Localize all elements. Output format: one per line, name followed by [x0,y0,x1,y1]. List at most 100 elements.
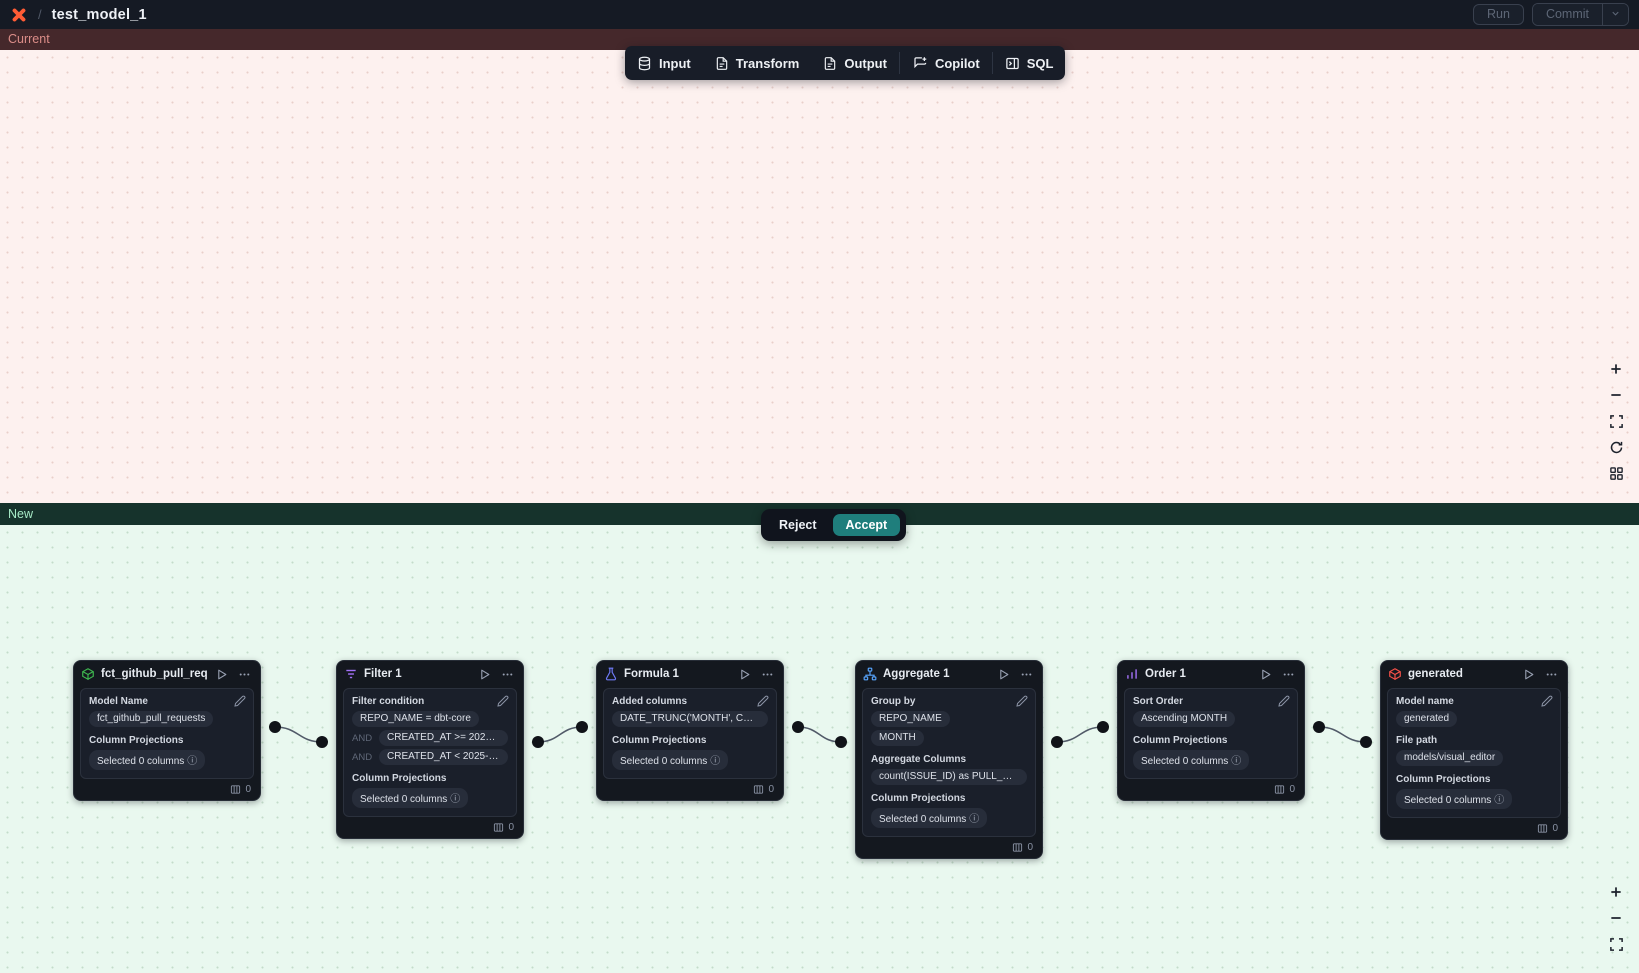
column-count: 0 [245,784,251,795]
value-pill: CREATED_AT < 2025-03-01 [379,749,508,765]
fit-view-button[interactable] [1605,410,1627,432]
layout-grid-button[interactable] [1605,462,1627,484]
node-menu-button[interactable] [236,668,253,681]
column-count: 0 [508,822,514,833]
run-node-button[interactable] [1520,668,1537,681]
run-node-button[interactable] [995,668,1012,681]
fit-view-button[interactable] [1605,933,1627,955]
edit-node-button[interactable] [1541,695,1553,710]
accept-button[interactable]: Accept [832,514,901,536]
target-handle[interactable] [835,736,847,748]
pill-row: REPO_NAME = dbt-core [352,711,508,727]
run-node-button[interactable] [736,668,753,681]
section-label: Model Name [89,696,148,707]
section-label: Group by [871,696,916,707]
edit-node-button[interactable] [1278,695,1290,710]
edit-node-button[interactable] [234,695,246,710]
zoom-in-button[interactable] [1605,358,1627,380]
toolbar-input-button[interactable]: Input [625,46,703,80]
toolbar-output-button[interactable]: Output [811,46,899,80]
commit-button[interactable]: Commit [1532,4,1602,25]
fit-view-icon [1609,937,1624,952]
edit-node-button[interactable] [757,695,769,710]
toolbar-label: Copilot [934,55,980,71]
cube-icon [1388,667,1402,681]
node-menu-button[interactable] [1280,668,1297,681]
info-icon[interactable]: ⓘ [187,756,198,767]
toolbar-copilot-button[interactable]: Copilot [900,46,992,80]
node-header: Filter 1 [337,661,523,687]
node-fct_github_pull_requests[interactable]: fct_github_pull_requestsModel Name fct_gi… [73,660,261,801]
node-title: Order 1 [1145,668,1186,680]
edit-node-button[interactable] [1016,695,1028,710]
section-label: Column Projections [89,735,184,746]
toolbar-transform-button[interactable]: Transform [703,46,812,80]
section-label: Model name [1396,696,1454,707]
section-label: Column Projections [1133,735,1228,746]
section-label: File path [1396,735,1438,746]
section-label: Sort Order [1133,696,1184,707]
node-menu-button[interactable] [759,668,776,681]
new-canvas[interactable] [0,525,1639,973]
source-handle[interactable] [532,736,544,748]
reject-button[interactable]: Reject [767,514,829,536]
node-menu-button[interactable] [1543,668,1560,681]
target-handle[interactable] [1097,721,1109,733]
info-icon[interactable]: ⓘ [1231,756,1242,767]
info-icon[interactable]: ⓘ [450,794,461,805]
section-label: Added columns [612,696,688,707]
info-icon[interactable]: ⓘ [710,756,721,767]
info-icon[interactable]: ⓘ [969,814,980,825]
pill-row: fct_github_pull_requests [89,711,245,727]
value-pill: REPO_NAME = dbt-core [352,711,479,727]
node-menu-button[interactable] [499,668,516,681]
source-handle[interactable] [1313,721,1325,733]
source-handle[interactable] [1051,736,1063,748]
edit-node-button[interactable] [497,695,509,710]
value-pill: fct_github_pull_requests [89,711,214,727]
pill-row: count(ISSUE_ID) as PULL_REQUEST_ [871,769,1027,785]
current-canvas[interactable] [0,50,1639,503]
source-handle[interactable] [792,721,804,733]
fit-view-icon [1609,414,1624,429]
column-count: 0 [768,784,774,795]
dbt-logo-icon[interactable] [10,6,28,24]
target-handle[interactable] [316,736,328,748]
zoom-out-icon [1608,910,1624,926]
refresh-button[interactable] [1605,436,1627,458]
node-header: Aggregate 1 [856,661,1042,687]
zoom-out-button[interactable] [1605,907,1627,929]
zoom-in-button[interactable] [1605,881,1627,903]
commit-dropdown-button[interactable] [1602,4,1628,25]
target-handle[interactable] [1360,736,1372,748]
run-node-button[interactable] [1257,668,1274,681]
toolbar-label: Transform [735,55,800,71]
node-menu-button[interactable] [1018,668,1035,681]
run-button[interactable]: Run [1473,4,1524,25]
toolbar-sql-button[interactable]: SQL [993,46,1066,80]
info-icon[interactable]: ⓘ [1494,795,1505,806]
run-node-button[interactable] [476,668,493,681]
zoom-out-button[interactable] [1605,384,1627,406]
column-count: 0 [1289,784,1295,795]
run-node-button[interactable] [213,668,230,681]
hierarchy-icon [863,667,877,681]
target-handle[interactable] [576,721,588,733]
diff-actions: Reject Accept [761,509,907,541]
layout-grid-icon [1609,466,1624,481]
source-handle[interactable] [269,721,281,733]
